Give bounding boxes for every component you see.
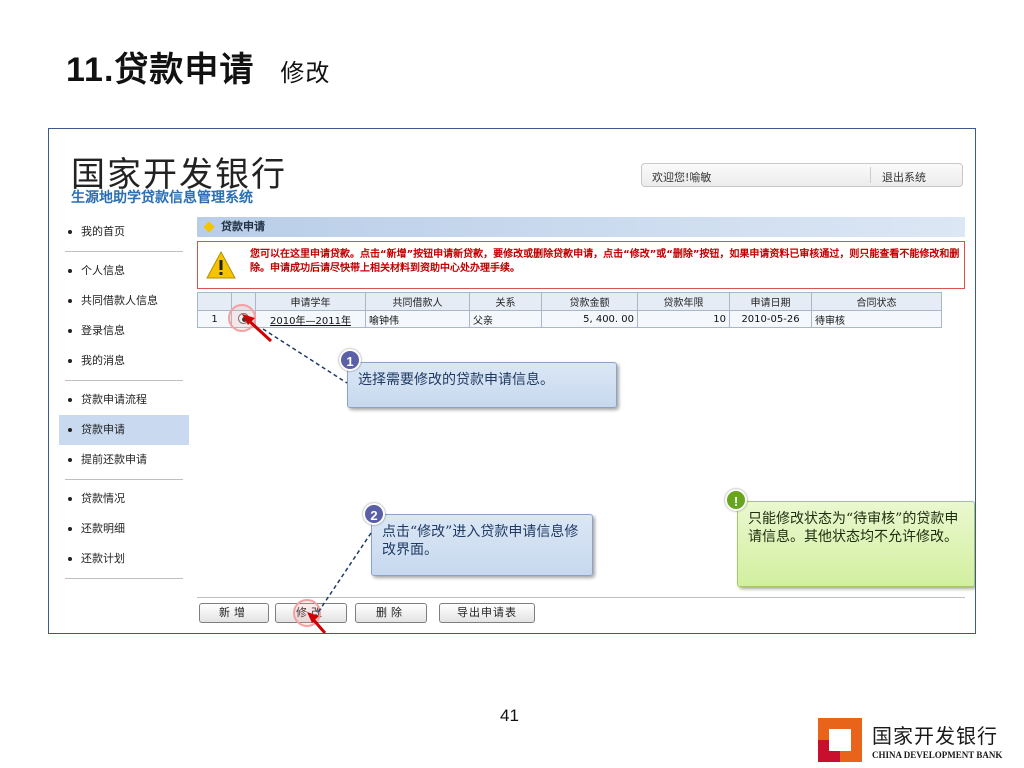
app-screenshot: 国家开发银行 生源地助学贷款信息管理系统 欢迎您!喻敏 退出系统 我的首页 个人… <box>48 128 976 634</box>
sidebar-item-repay-detail[interactable]: 还款明细 <box>59 514 189 544</box>
sidebar-item-co-borrower[interactable]: 共同借款人信息 <box>59 286 189 316</box>
col-term: 贷款年限 <box>637 292 730 311</box>
callout-note: 只能修改状态为“待审核”的贷款申请信息。其他状态均不允许修改。 <box>737 501 975 587</box>
sidebar: 我的首页 个人信息 共同借款人信息 登录信息 我的消息 贷款申请流程 贷款申请 … <box>59 217 189 583</box>
sidebar-item-repay-plan[interactable]: 还款计划 <box>59 544 189 574</box>
export-button[interactable]: 导出申请表 <box>439 603 535 623</box>
table-header-row: 申请学年 共同借款人 关系 贷款金额 贷款年限 申请日期 合同状态 <box>197 292 942 311</box>
logout-link[interactable]: 退出系统 <box>882 171 926 184</box>
row-year[interactable]: 2010年—2011年 <box>255 310 366 328</box>
col-relation: 关系 <box>469 292 542 311</box>
sidebar-item-loan-process[interactable]: 贷款申请流程 <box>59 385 189 415</box>
section-header: 贷款申请 <box>197 217 965 237</box>
welcome-bar: 欢迎您!喻敏 退出系统 <box>641 163 963 187</box>
notice-text: 您可以在这里申请贷款。点击“新增”按钮申请新贷款，要修改或删除贷款申请，点击“修… <box>250 249 960 274</box>
annotation-overlay <box>242 314 372 633</box>
bank-logo-icon <box>818 718 862 762</box>
step1-connector <box>262 328 348 384</box>
step2-badge: 2 <box>363 503 385 525</box>
callout-step1-text: 选择需要修改的贷款申请信息。 <box>358 372 554 388</box>
row-date: 2010-05-26 <box>729 310 812 328</box>
bank-brand-title: 国家开发银行 <box>71 155 287 195</box>
col-date: 申请日期 <box>729 292 812 311</box>
row-status: 待审核 <box>811 310 942 328</box>
sidebar-item-early-repay[interactable]: 提前还款申请 <box>59 445 189 475</box>
step2-connector <box>314 532 372 618</box>
sidebar-item-login-info[interactable]: 登录信息 <box>59 316 189 346</box>
col-year: 申请学年 <box>255 292 366 311</box>
sidebar-item-personal-info[interactable]: 个人信息 <box>59 256 189 286</box>
callout-step2: 点击“修改”进入贷款申请信息修改界面。 <box>371 514 593 576</box>
welcome-separator <box>870 167 871 183</box>
sidebar-item-home[interactable]: 我的首页 <box>59 217 189 247</box>
sidebar-divider <box>65 578 183 579</box>
sidebar-divider <box>65 479 183 480</box>
callout-step2-text: 点击“修改”进入贷款申请信息修改界面。 <box>382 524 579 558</box>
delete-button[interactable]: 删除 <box>355 603 427 623</box>
callout-step1: 选择需要修改的贷款申请信息。 <box>347 362 617 408</box>
footer-bank-name: 国家开发银行 <box>872 724 998 748</box>
sidebar-item-loan-status[interactable]: 贷款情况 <box>59 484 189 514</box>
sidebar-divider <box>65 251 183 252</box>
loan-application-table: 申请学年 共同借款人 关系 贷款金额 贷款年限 申请日期 合同状态 1 2010… <box>197 292 942 328</box>
button-bar-divider <box>197 597 965 598</box>
pointer-arrow-icon <box>307 612 327 633</box>
slide-title: 11.贷款申请修改 <box>66 42 330 91</box>
slide-title-number: 11. <box>66 51 115 89</box>
callout-note-text: 只能修改状态为“待审核”的贷款申请信息。其他状态均不允许修改。 <box>748 511 959 545</box>
notice-box: 您可以在这里申请贷款。点击“新增”按钮申请新贷款，要修改或删除贷款申请，点击“修… <box>197 241 965 289</box>
system-name: 生源地助学贷款信息管理系统 <box>71 190 253 206</box>
section-header-label: 贷款申请 <box>221 220 265 233</box>
row-co-borrower: 喻钟伟 <box>365 310 470 328</box>
welcome-text: 欢迎您!喻敏 <box>652 171 712 184</box>
sidebar-item-messages[interactable]: 我的消息 <box>59 346 189 376</box>
sidebar-divider <box>65 380 183 381</box>
row-term: 10 <box>637 310 730 328</box>
add-button[interactable]: 新增 <box>199 603 269 623</box>
sidebar-item-loan-apply[interactable]: 贷款申请 <box>59 415 189 445</box>
row-index: 1 <box>197 310 232 328</box>
row-relation: 父亲 <box>469 310 542 328</box>
slide-title-sub: 修改 <box>280 59 331 87</box>
warning-icon <box>206 250 236 279</box>
step1-badge: 1 <box>339 349 361 371</box>
footer-bank-name-en: CHINA DEVELOPMENT BANK <box>872 750 1003 760</box>
col-co-borrower: 共同借款人 <box>365 292 470 311</box>
page-number: 41 <box>500 706 519 725</box>
pointer-arrow-icon <box>242 314 273 343</box>
note-badge: ! <box>725 489 747 511</box>
slide-title-text: 贷款申请 <box>114 50 255 90</box>
